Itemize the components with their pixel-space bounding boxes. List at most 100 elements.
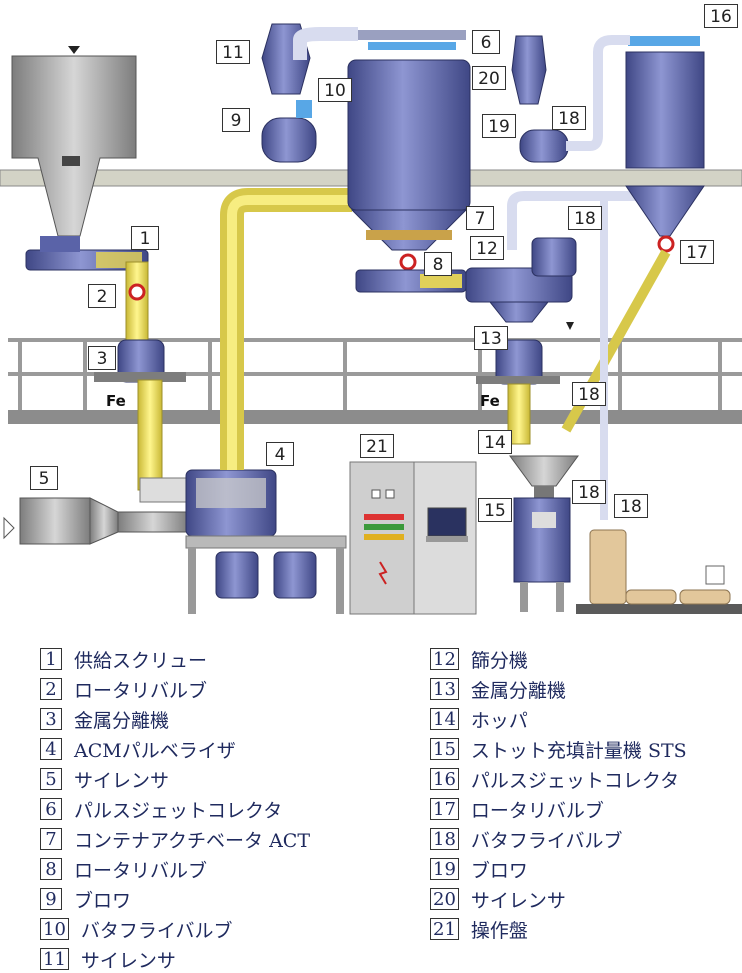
process-diagram-svg xyxy=(0,23,742,615)
silencer-5 xyxy=(3,497,189,545)
legend-num: 16 xyxy=(430,768,459,790)
legend-num: 8 xyxy=(40,858,62,880)
callout-13: 13 xyxy=(474,326,508,350)
acm-pulverizer-4 xyxy=(185,469,347,614)
legend-num: 17 xyxy=(430,798,459,820)
legend-label: 金属分離機 xyxy=(470,679,566,702)
callout-1: 1 xyxy=(131,226,159,250)
legend-num: 4 xyxy=(40,738,62,760)
legend-num: 5 xyxy=(40,768,62,790)
callout-2: 2 xyxy=(88,284,116,308)
pulse-jet-collector-6 xyxy=(347,30,471,251)
callout-4: 4 xyxy=(266,442,294,466)
legend-num: 3 xyxy=(40,708,62,730)
legend-item: 6 パルスジェットコレクタ xyxy=(40,796,282,822)
legend-item: 4 ACMパルベライザ xyxy=(40,736,236,762)
pipe-to-mill xyxy=(137,379,163,491)
callout-14: 14 xyxy=(478,430,512,454)
control-panel-21 xyxy=(349,461,477,615)
callout-18c: 18 xyxy=(572,480,606,504)
callout-21: 21 xyxy=(360,434,394,458)
callout-16: 16 xyxy=(704,4,738,28)
rotary-valve-8 xyxy=(355,253,467,293)
legend-item: 20 サイレンサ xyxy=(430,886,566,912)
callout-6: 6 xyxy=(472,30,500,54)
callout-20: 20 xyxy=(472,66,506,90)
legend-num: 11 xyxy=(40,948,69,970)
legend-num: 1 xyxy=(40,648,62,670)
legend-label: 金属分離機 xyxy=(74,709,170,732)
legend-item: 16 パルスジェットコレクタ xyxy=(430,766,679,792)
legend-num: 15 xyxy=(430,738,459,760)
pipe-vertical-left xyxy=(125,261,149,353)
callout-7: 7 xyxy=(466,206,494,230)
legend-num: 20 xyxy=(430,888,459,910)
legend-label: ロータリバルブ xyxy=(74,679,208,702)
metal-separator-13 xyxy=(476,339,560,445)
fe-label-left: Fe xyxy=(106,392,126,410)
legend-item: 8 ロータリバルブ xyxy=(40,856,207,882)
legend-item: 5 サイレンサ xyxy=(40,766,169,792)
callout-19: 19 xyxy=(482,114,516,138)
legend-label: 操作盤 xyxy=(470,919,528,942)
sifter-12 xyxy=(465,237,577,330)
legend-item: 13 金属分離機 xyxy=(430,676,566,702)
legend-item: 1 供給スクリュー xyxy=(40,646,207,672)
legend-item: 19 ブロワ xyxy=(430,856,528,882)
legend-label: サイレンサ xyxy=(470,889,566,912)
legend-num: 2 xyxy=(40,678,62,700)
legend-item: 3 金属分離機 xyxy=(40,706,169,732)
legend-item: 14 ホッパ xyxy=(430,706,528,732)
callout-10: 10 xyxy=(318,78,352,102)
legend-num: 12 xyxy=(430,648,459,670)
callout-5: 5 xyxy=(30,466,58,490)
callout-9: 9 xyxy=(222,108,250,132)
walkway-floor xyxy=(8,410,742,424)
legend-label: バタフライバルブ xyxy=(470,829,623,852)
legend-label: ホッパ xyxy=(470,709,528,732)
callout-15: 15 xyxy=(478,498,512,522)
blower-9 xyxy=(261,23,358,163)
legend-num: 10 xyxy=(40,918,69,940)
legend-label: パルスジェットコレクタ xyxy=(470,769,680,792)
callout-8: 8 xyxy=(424,252,452,276)
legend-label: サイレンサ xyxy=(80,949,176,972)
callout-3: 3 xyxy=(88,346,116,370)
legend-label: ストット充填計量機 STS xyxy=(470,739,687,762)
legend-label: バタフライバルブ xyxy=(80,919,233,942)
legend-num: 6 xyxy=(40,798,62,820)
legend-item: 15 ストット充填計量機 STS xyxy=(430,736,687,762)
legend-item: 9 ブロワ xyxy=(40,886,131,912)
legend: 1 供給スクリュー 2 ロータリバルブ 3 金属分離機 4 ACMパルベライザ 5 サイレ… xyxy=(0,638,742,972)
bag-conveyor xyxy=(576,529,742,614)
feed-screw xyxy=(25,236,149,271)
legend-num: 21 xyxy=(430,918,459,940)
legend-label: ロータリバルブ xyxy=(74,859,208,882)
legend-label: ブロワ xyxy=(74,889,132,912)
legend-num: 7 xyxy=(40,828,62,850)
process-diagram: 1 2 3 4 5 6 7 8 9 10 11 12 13 14 15 16 1… xyxy=(0,4,742,615)
callout-18a: 18 xyxy=(568,206,602,230)
fe-label-right: Fe xyxy=(480,392,500,410)
callout-18e: 18 xyxy=(552,106,586,130)
legend-label: ブロワ xyxy=(470,859,528,882)
legend-num: 19 xyxy=(430,858,459,880)
legend-num: 14 xyxy=(430,708,459,730)
legend-label: 供給スクリュー xyxy=(74,649,208,672)
feed-hopper xyxy=(11,46,137,237)
callout-12: 12 xyxy=(470,236,504,260)
legend-num: 9 xyxy=(40,888,62,910)
product-duct-mill-to-collector xyxy=(220,188,352,470)
legend-label: パルスジェットコレクタ xyxy=(74,799,283,822)
callout-18b: 18 xyxy=(572,382,606,406)
legend-item: 17 ロータリバルブ xyxy=(430,796,604,822)
legend-label: ACMパルベライザ xyxy=(74,739,236,762)
air-pipe-7 xyxy=(507,191,640,250)
legend-label: ロータリバルブ xyxy=(470,799,604,822)
legend-num: 13 xyxy=(430,678,459,700)
legend-label: サイレンサ xyxy=(74,769,170,792)
legend-item: 2 ロータリバルブ xyxy=(40,676,207,702)
